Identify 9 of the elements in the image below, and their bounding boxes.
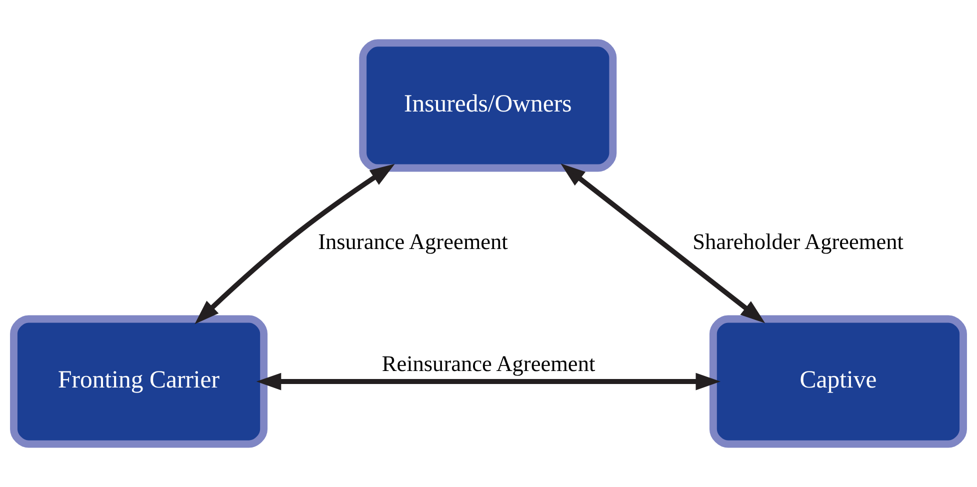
- node-box: Fronting Carrier: [10, 315, 268, 448]
- arrow: [560, 164, 766, 324]
- arrow: [194, 164, 395, 324]
- edge-label: Reinsurance Agreement: [382, 350, 596, 376]
- arrow: [256, 372, 721, 390]
- edge-label: Insurance Agreement: [318, 228, 508, 254]
- node-box: Captive: [709, 315, 967, 448]
- edge-label: Shareholder Agreement: [692, 228, 904, 254]
- node-box: Insureds/Owners: [359, 39, 617, 172]
